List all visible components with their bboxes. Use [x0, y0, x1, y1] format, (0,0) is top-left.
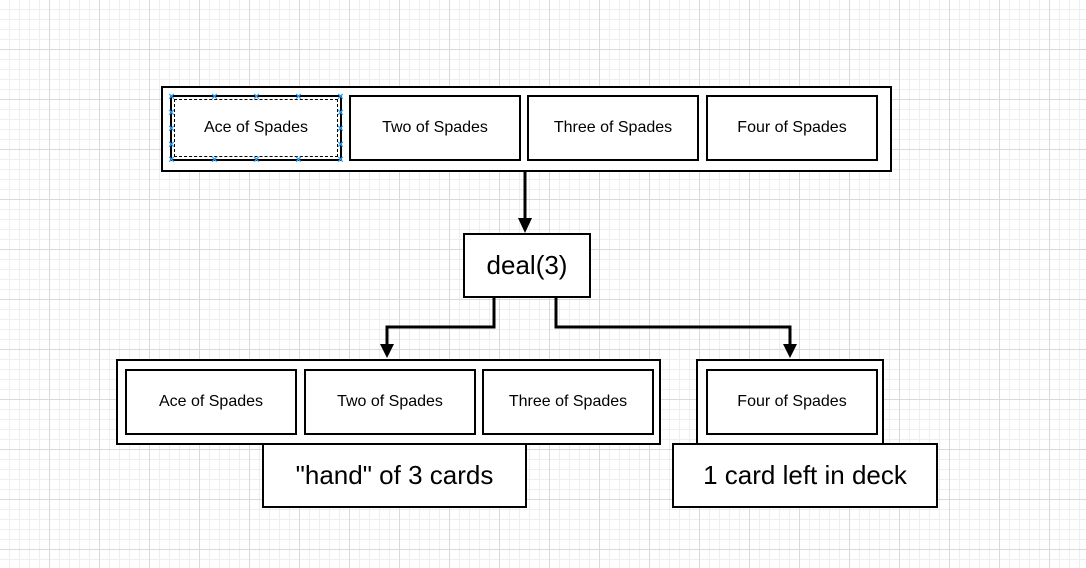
- selection-handle[interactable]: ×: [337, 107, 344, 119]
- selection-handle[interactable]: ×: [168, 107, 175, 119]
- selection-handle[interactable]: ×: [168, 154, 175, 166]
- connector-deal-to-hand[interactable]: [385, 297, 496, 350]
- remaining-caption-label: 1 card left in deck: [703, 460, 907, 490]
- hand-card-three[interactable]: Three of Spades: [482, 369, 654, 435]
- connector-deal-to-remaining[interactable]: [554, 297, 792, 350]
- selection-handle[interactable]: ×: [253, 91, 260, 103]
- deck-card-two[interactable]: Two of Spades: [349, 95, 521, 161]
- hand-card-label: Three of Spades: [508, 393, 628, 410]
- arrowhead-down: [518, 218, 532, 233]
- hand-card-ace[interactable]: Ace of Spades: [125, 369, 297, 435]
- selection-handle[interactable]: ×: [168, 91, 175, 103]
- deck-card-ace[interactable]: Ace of Spades: [170, 95, 342, 161]
- selection-handle[interactable]: ×: [337, 154, 344, 166]
- hand-card-two[interactable]: Two of Spades: [304, 369, 476, 435]
- hand-caption-label: "hand" of 3 cards: [295, 460, 494, 490]
- selection-handle[interactable]: ×: [211, 91, 218, 103]
- deck-card-four[interactable]: Four of Spades: [706, 95, 878, 161]
- arrowhead-down: [783, 344, 797, 358]
- selection-handle[interactable]: ×: [337, 123, 344, 135]
- remaining-card-label: Four of Spades: [737, 393, 847, 410]
- selection-handle[interactable]: ×: [295, 91, 302, 103]
- deck-card-label: Four of Spades: [737, 119, 847, 136]
- deck-card-label: Two of Spades: [382, 119, 488, 136]
- remaining-card-four[interactable]: Four of Spades: [706, 369, 878, 435]
- selection-handle[interactable]: ×: [337, 91, 344, 103]
- remaining-caption-box[interactable]: 1 card left in deck: [672, 443, 938, 508]
- hand-card-label: Ace of Spades: [158, 393, 264, 410]
- deck-card-label: Three of Spades: [553, 119, 673, 136]
- selection-handle[interactable]: ×: [168, 139, 175, 151]
- hand-caption-box[interactable]: "hand" of 3 cards: [262, 443, 527, 508]
- selection-handle[interactable]: ×: [253, 154, 260, 166]
- deal-operation-label: deal(3): [486, 250, 568, 280]
- deal-operation-box[interactable]: deal(3): [463, 233, 591, 298]
- selection-handle[interactable]: ×: [211, 154, 218, 166]
- deck-card-label: Ace of Spades: [203, 119, 309, 136]
- arrowhead-down: [380, 344, 394, 358]
- selection-handle[interactable]: ×: [337, 139, 344, 151]
- deck-card-three[interactable]: Three of Spades: [527, 95, 699, 161]
- selection-handle[interactable]: ×: [295, 154, 302, 166]
- hand-card-label: Two of Spades: [337, 393, 443, 410]
- selection-handle[interactable]: ×: [168, 123, 175, 135]
